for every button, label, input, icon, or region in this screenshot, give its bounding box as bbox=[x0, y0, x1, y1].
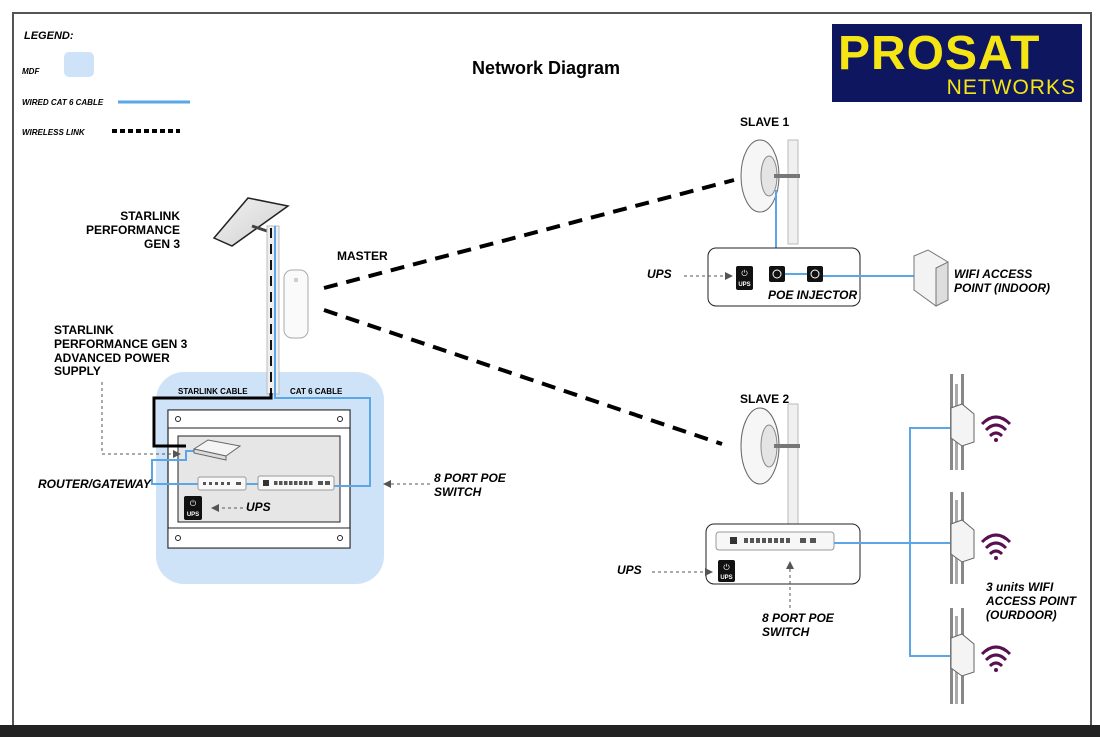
outdoor-ap-2-icon bbox=[950, 492, 975, 584]
ups-mdf-icon: ⏻ bbox=[184, 496, 202, 520]
legend-mdf-label: MDF bbox=[22, 67, 40, 76]
svg-text:⏻: ⏻ bbox=[723, 563, 730, 572]
wifi-signal-icon-3 bbox=[980, 645, 1012, 672]
poe-injector-icon bbox=[769, 266, 823, 282]
ups-mdf-label: UPS bbox=[246, 500, 271, 514]
wifi-indoor-ap-icon bbox=[913, 249, 949, 307]
slave2-pole bbox=[787, 403, 799, 529]
switch-slave2-label: 8 PORT POE SWITCH bbox=[762, 611, 834, 639]
svg-text:⏻: ⏻ bbox=[741, 269, 748, 278]
starlink-label: STARLINK PERFORMANCE GEN 3 bbox=[85, 209, 180, 251]
power-supply-label: STARLINK PERFORMANCE GEN 3 ADVANCED POWE… bbox=[54, 323, 188, 379]
power-supply-pointer bbox=[101, 382, 181, 458]
ups-slave1-icon: ⏻ bbox=[736, 266, 753, 290]
ups-badge-mdf: UPS bbox=[187, 512, 199, 518]
wireless-link-slave1 bbox=[323, 178, 735, 290]
slave2-label: SLAVE 2 bbox=[740, 392, 790, 406]
power-supply-icon bbox=[192, 439, 242, 461]
wireless-link-slave2 bbox=[323, 308, 723, 446]
cat6-cable-mdf bbox=[274, 393, 371, 487]
cat6-cable-label: CAT 6 CABLE bbox=[290, 387, 343, 396]
poe-switch-slave2-icon bbox=[715, 531, 835, 551]
master-label: MASTER bbox=[337, 249, 388, 263]
svg-text:⏻: ⏻ bbox=[190, 499, 197, 508]
diagram-frame bbox=[12, 12, 1092, 727]
slave1-pole bbox=[787, 139, 799, 245]
logo-sub-text: NETWORKS bbox=[946, 76, 1076, 99]
ups-slave2-icon: ⏻ bbox=[718, 560, 735, 582]
router-cable bbox=[151, 450, 198, 485]
slave2-dish-icon bbox=[740, 407, 800, 485]
master-antenna-icon bbox=[283, 269, 309, 339]
outdoor-ap-3-icon bbox=[950, 608, 975, 704]
poe-injector-label: POE INJECTOR bbox=[768, 288, 858, 302]
ups-slave2-label: UPS bbox=[617, 563, 642, 577]
starlink-cable bbox=[152, 393, 273, 448]
slave1-label: SLAVE 1 bbox=[740, 115, 790, 129]
outdoor-ap-1-icon bbox=[950, 374, 975, 470]
switch-mdf-label: 8 PORT POE SWITCH bbox=[434, 471, 506, 499]
ups-badge-slave2: UPS bbox=[720, 575, 732, 581]
legend-wireless-label: WIRELESS LINK bbox=[22, 128, 85, 137]
wifi-indoor-label: WIFI ACCESS POINT (INDOOR) bbox=[954, 267, 1050, 295]
mast-pole bbox=[266, 225, 280, 395]
legend-wired-label: WIRED CAT 6 CABLE bbox=[22, 98, 104, 107]
poe-switch-mdf-icon bbox=[257, 475, 335, 491]
prosat-logo: PROSAT NETWORKS bbox=[832, 24, 1082, 102]
wifi-outdoor-label: 3 units WIFI ACCESS POINT (OURDOOR) bbox=[986, 580, 1077, 622]
logo-main-text: PROSAT bbox=[838, 27, 1041, 80]
ups-slave1-label: UPS bbox=[647, 267, 672, 281]
slave1-dish-icon bbox=[740, 139, 800, 213]
legend-heading: LEGEND: bbox=[24, 30, 74, 42]
page-title: Network Diagram bbox=[472, 58, 621, 78]
legend-mdf-swatch bbox=[64, 52, 94, 77]
bottom-bar bbox=[0, 725, 1100, 737]
starlink-cable-label: STARLINK CABLE bbox=[178, 387, 248, 396]
router-icon bbox=[197, 476, 247, 491]
ups-badge-slave1: UPS bbox=[738, 282, 750, 288]
wifi-signal-icon-2 bbox=[980, 533, 1012, 560]
wifi-signal-icon-1 bbox=[980, 415, 1012, 442]
router-label: ROUTER/GATEWAY bbox=[38, 477, 151, 491]
